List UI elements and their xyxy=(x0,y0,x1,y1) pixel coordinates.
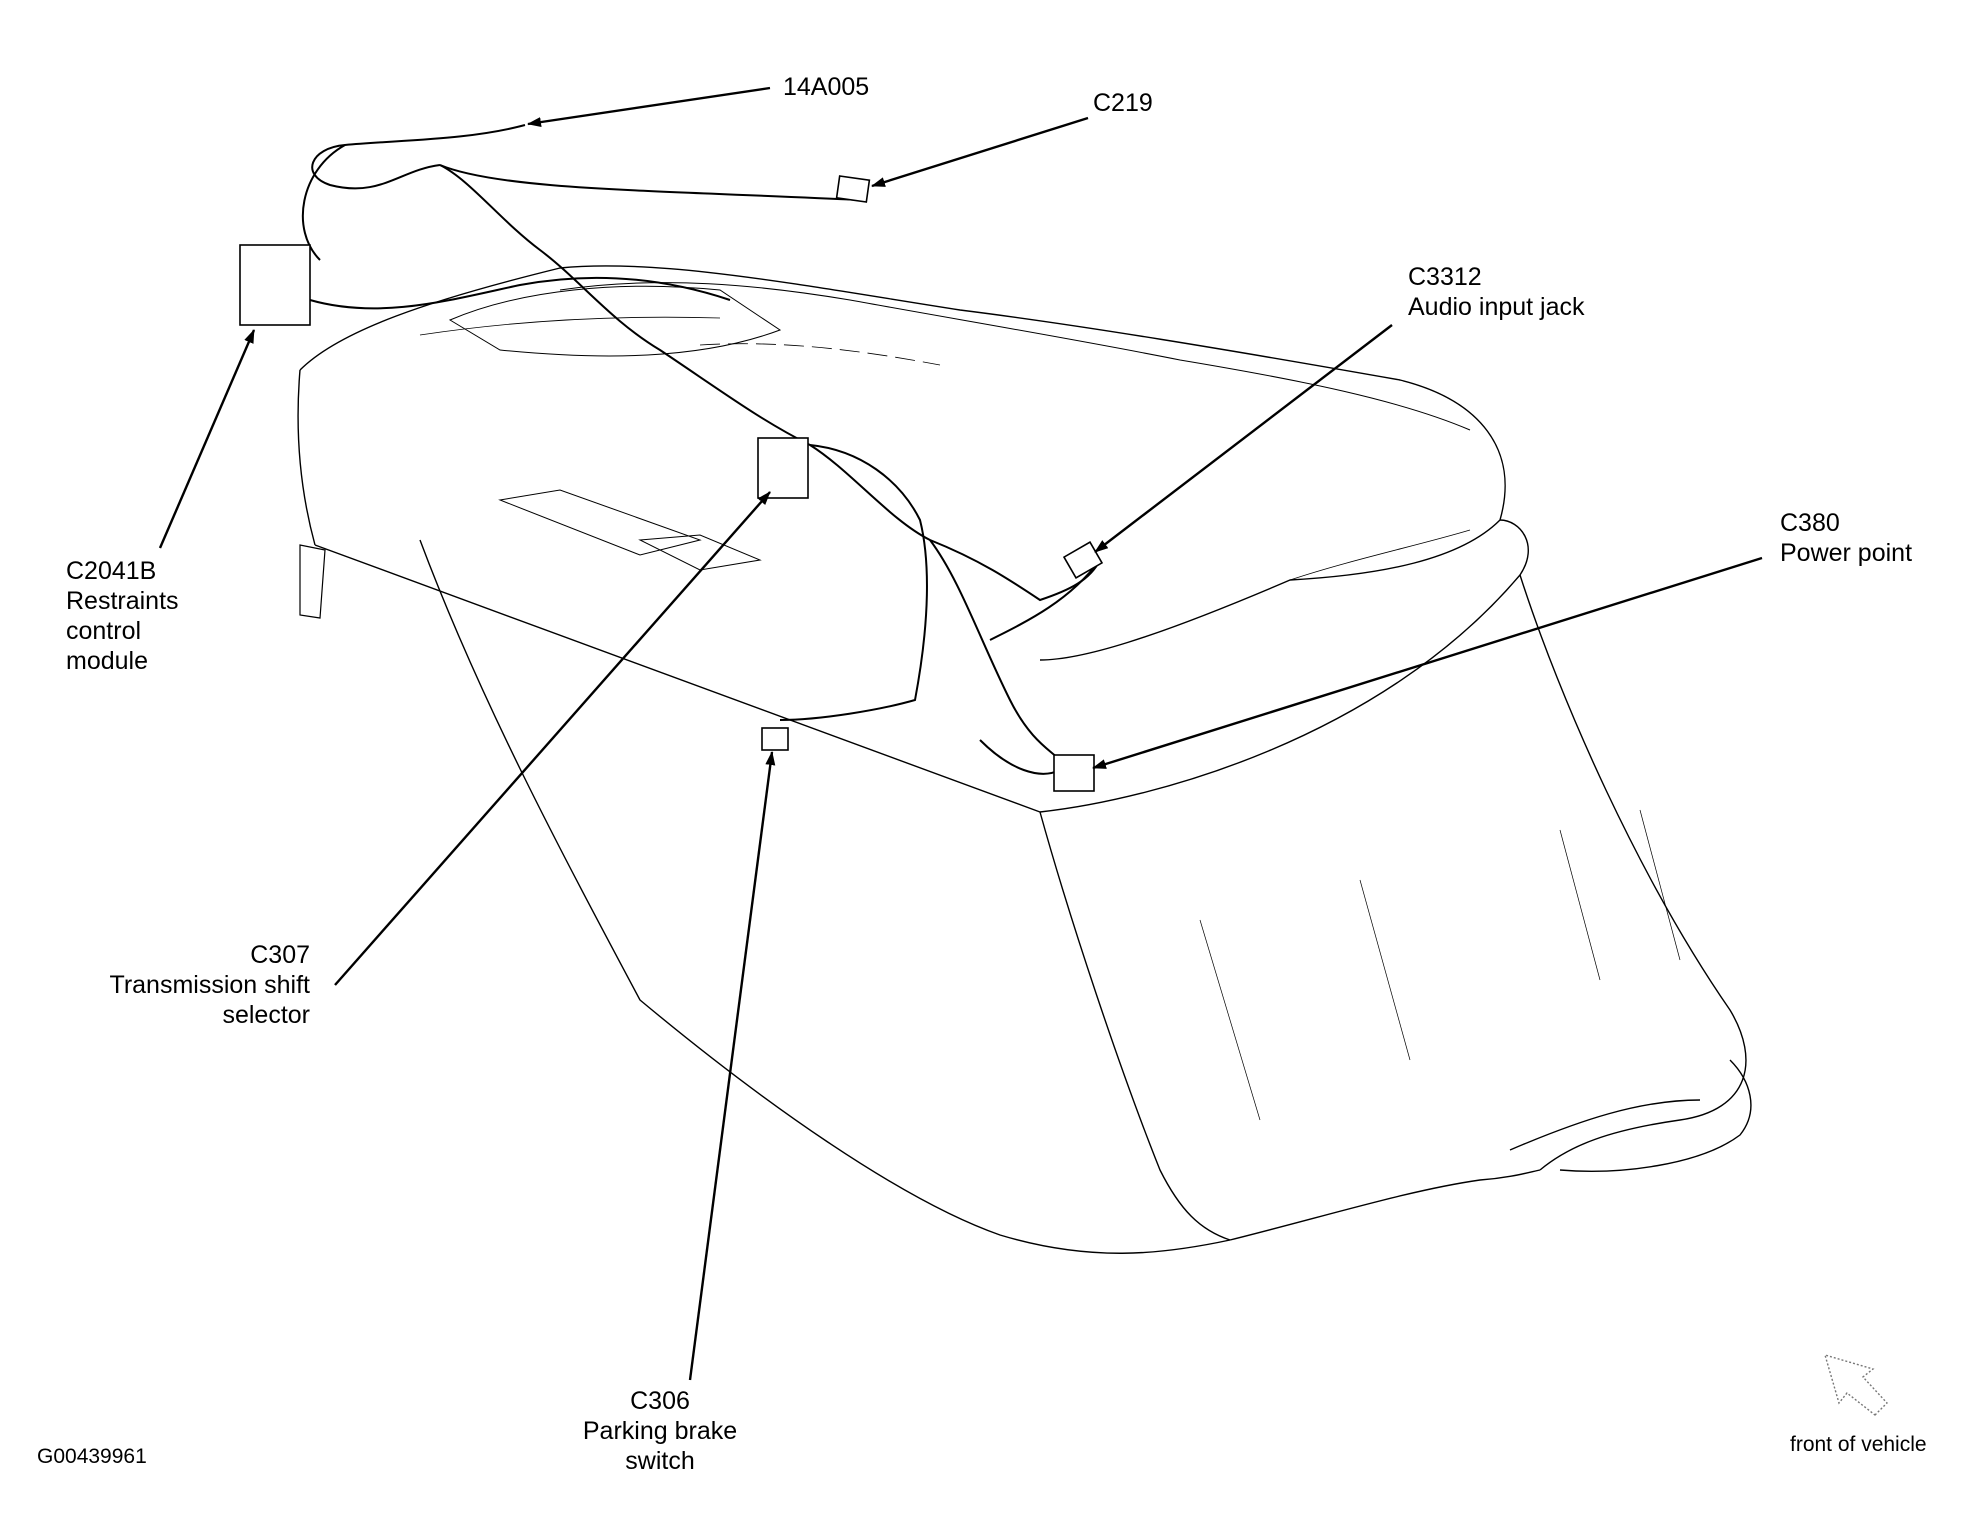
wiring-harness xyxy=(301,124,1101,775)
label-c2041b-code: C2041B xyxy=(66,557,157,585)
label-c3312-desc: Audio input jack xyxy=(1408,293,1585,321)
connectors xyxy=(239,175,1104,792)
label-c380-desc: Power point xyxy=(1780,539,1913,567)
label-c3312-code: C3312 xyxy=(1408,263,1482,291)
leader-c219 xyxy=(871,116,1089,188)
orientation-label-text: front of vehicle xyxy=(1790,1433,1927,1456)
figure-id-text: G00439961 xyxy=(37,1445,147,1468)
label-c307-desc1: Transmission shift xyxy=(109,971,310,999)
leader-14a005 xyxy=(527,86,771,128)
c3312-connector xyxy=(1062,541,1104,579)
leader-c3312 xyxy=(1094,324,1393,553)
label-c306-desc1: Parking brake xyxy=(582,1417,738,1445)
label-c219: C219 xyxy=(1093,88,1153,118)
label-c2041b-desc2: control xyxy=(66,617,142,645)
leader-c380 xyxy=(1092,556,1763,770)
label-c306: C306 Parking brake switch xyxy=(560,1386,760,1476)
leader-c307 xyxy=(334,491,771,986)
label-14a005-code: 14A005 xyxy=(783,73,870,101)
label-c306-desc2: switch xyxy=(625,1447,695,1475)
label-c2041b-desc1: Restraints xyxy=(66,587,179,615)
leader-c306 xyxy=(688,751,776,1381)
leader-lines xyxy=(158,86,1763,1381)
c219-connector xyxy=(835,175,871,203)
figure-id: G00439961 xyxy=(37,1444,147,1470)
label-c306-code: C306 xyxy=(630,1387,690,1415)
label-c2041b: C2041B Restraints control module xyxy=(66,556,179,676)
leader-c2041b xyxy=(158,329,256,549)
label-c307: C307 Transmission shift selector xyxy=(60,940,310,1030)
direction-arrow-icon xyxy=(1823,1353,1888,1416)
label-c2041b-desc3: module xyxy=(66,647,148,675)
label-c3312: C3312 Audio input jack xyxy=(1408,262,1585,322)
c2041b-connector xyxy=(239,244,311,326)
c306-connector xyxy=(761,727,789,751)
label-c219-code: C219 xyxy=(1093,89,1153,117)
c307-connector xyxy=(757,437,809,499)
c380-connector xyxy=(1053,754,1095,792)
orientation-label: front of vehicle xyxy=(1790,1432,1927,1458)
label-c307-code: C307 xyxy=(250,941,310,969)
label-c380-code: C380 xyxy=(1780,509,1840,537)
label-c380: C380 Power point xyxy=(1780,508,1912,568)
label-c307-desc2: selector xyxy=(222,1001,310,1029)
label-14a005: 14A005 xyxy=(783,72,869,102)
center-console xyxy=(297,265,1752,1254)
